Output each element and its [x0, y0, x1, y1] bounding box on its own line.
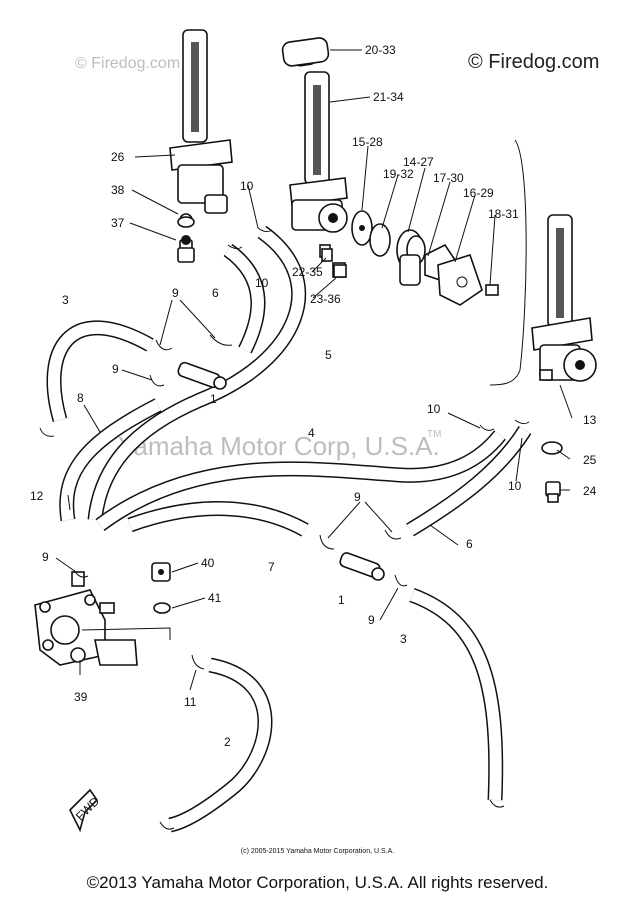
watermark-top-right: © Firedog.com — [468, 51, 599, 73]
label-11: 11 — [184, 695, 197, 709]
label-17-30: 17-30 — [433, 171, 464, 185]
label-40: 40 — [201, 556, 215, 570]
label-13: 13 — [583, 413, 597, 427]
copyright-notice: ©2013 Yamaha Motor Corporation, U.S.A. A… — [86, 873, 549, 892]
fittings — [177, 361, 385, 581]
label-16-29: 16-29 — [463, 186, 494, 200]
label-18-31: 18-31 — [488, 207, 519, 221]
fuel-cock-right — [531, 214, 597, 382]
fuel-cock-center — [281, 37, 348, 278]
label-3-b: 3 — [400, 632, 407, 646]
label-9-a: 9 — [172, 286, 179, 300]
label-25: 25 — [583, 453, 597, 467]
label-7: 7 — [268, 560, 275, 574]
label-23-36: 23-36 — [310, 292, 341, 306]
label-1-a: 1 — [210, 392, 217, 406]
label-15-28: 15-28 — [352, 135, 383, 149]
fuel-pump — [34, 571, 138, 666]
label-6-b: 6 — [466, 537, 473, 551]
label-6-a: 6 — [212, 286, 219, 300]
label-10-d: 10 — [508, 479, 522, 493]
label-1-b: 1 — [338, 593, 345, 607]
label-3-a: 3 — [62, 293, 69, 307]
valve-parts — [351, 210, 499, 306]
watermark-trademark: TM — [427, 429, 441, 440]
label-39: 39 — [74, 690, 88, 704]
label-14-27: 14-27 — [403, 155, 434, 169]
label-10-c: 10 — [427, 402, 441, 416]
label-9-b: 9 — [112, 362, 119, 376]
label-9-e: 9 — [368, 613, 375, 627]
label-10-a: 10 — [240, 179, 254, 193]
label-20-33: 20-33 — [365, 43, 396, 57]
leader-lines — [55, 49, 573, 691]
label-8: 8 — [77, 391, 84, 405]
small-credit: (c) 2005-2015 Yamaha Motor Corporation, … — [240, 848, 395, 855]
label-19-32: 19-32 — [383, 167, 414, 181]
label-24: 24 — [583, 484, 597, 498]
label-12: 12 — [30, 489, 44, 503]
small-parts — [151, 216, 563, 614]
label-2: 2 — [224, 735, 231, 749]
label-38: 38 — [111, 183, 125, 197]
hose-clips — [39, 227, 530, 830]
label-41: 41 — [208, 591, 222, 605]
bracket-line — [489, 139, 527, 386]
label-22-35: 22-35 — [292, 265, 323, 279]
label-10-b: 10 — [255, 276, 269, 290]
label-5: 5 — [325, 348, 332, 362]
fwd-label: FWD — [73, 794, 102, 823]
forward-arrow: FWD — [69, 788, 102, 833]
label-4: 4 — [308, 426, 315, 440]
label-9-c: 9 — [354, 490, 361, 504]
label-21-34: 21-34 — [373, 90, 404, 104]
label-26: 26 — [111, 150, 125, 164]
label-9-d: 9 — [42, 550, 49, 564]
fuel-hoses — [46, 225, 532, 833]
watermark-center: Yamaha Motor Corp, U.S.A. — [118, 431, 440, 461]
watermark-top-left: © Firedog.com — [75, 55, 180, 72]
label-37: 37 — [111, 216, 125, 230]
part-labels: 20-33 21-34 26 38 37 10 10 10 10 15-28 1… — [30, 43, 597, 749]
